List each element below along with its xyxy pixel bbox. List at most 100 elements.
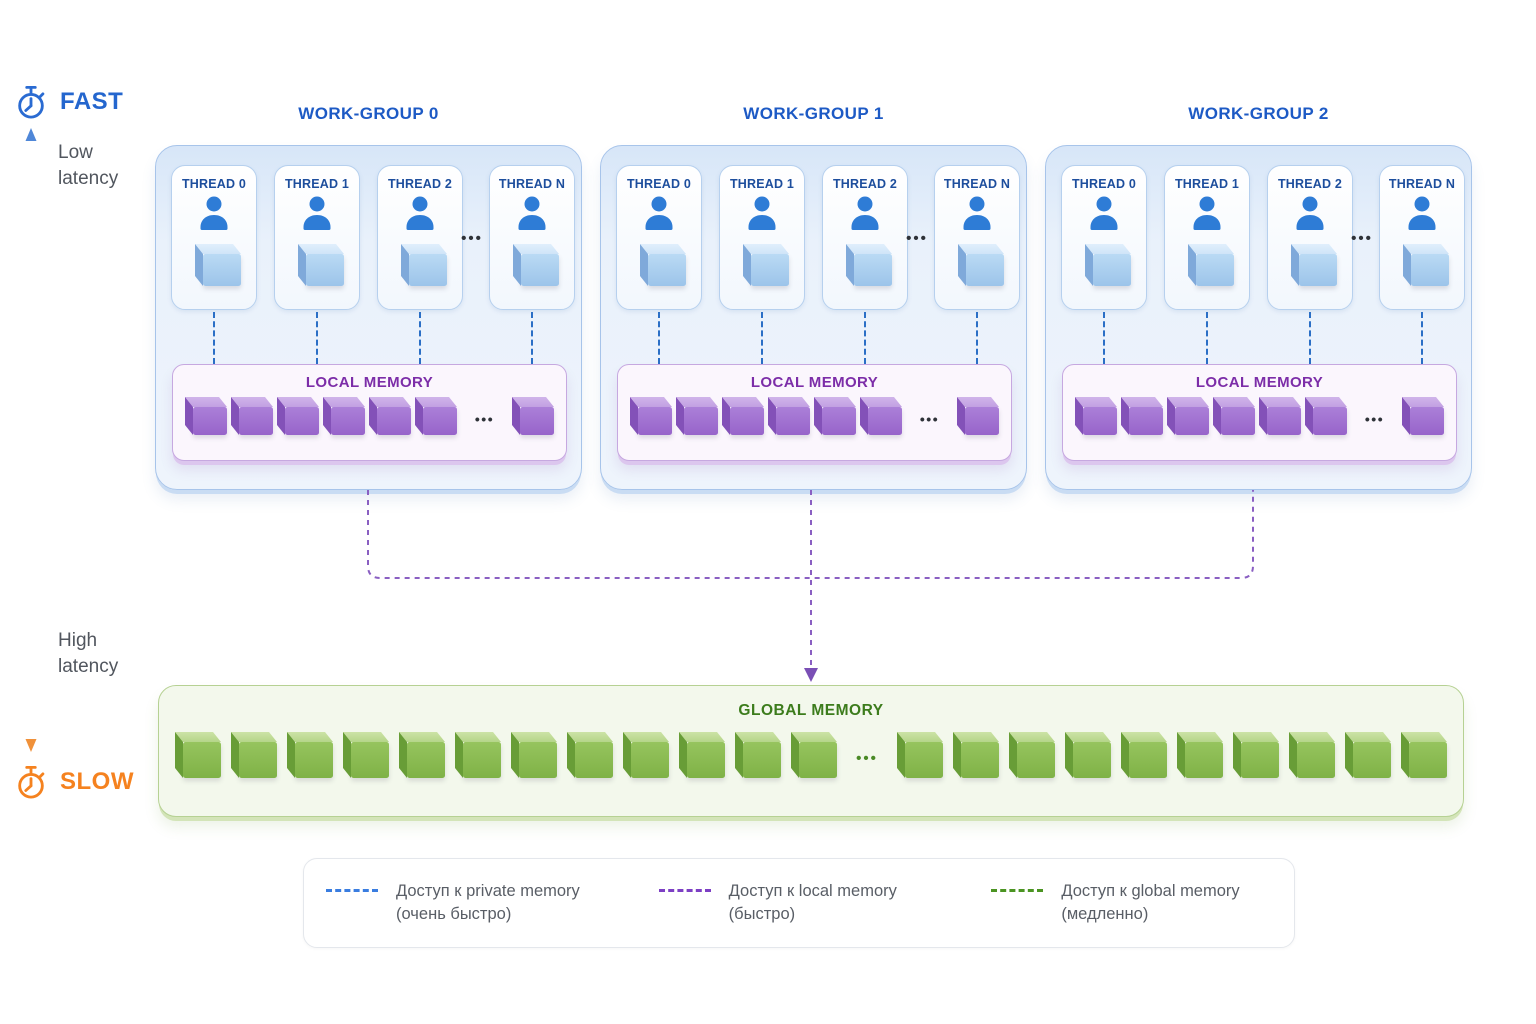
- thread-card: THREAD N: [489, 165, 575, 310]
- thread-label: THREAD 0: [626, 177, 692, 191]
- local-memory-title: LOCAL MEMORY: [1195, 374, 1324, 391]
- thread-card: THREAD 2: [822, 165, 908, 310]
- global-memory-cube: [407, 742, 445, 778]
- thread-label: THREAD 1: [284, 177, 350, 191]
- legend-item-local-memory: Доступ к local memory (быстро): [658, 880, 962, 926]
- global-memory-cube: [743, 742, 781, 778]
- local-memory-cube: [193, 407, 227, 435]
- work-group-0: WORK-GROUP 0 THREAD 0 THREAD 1 THREAD 2 …: [155, 104, 582, 490]
- global-memory-cube: [799, 742, 837, 778]
- global-memory-cube: [295, 742, 333, 778]
- local-memory-ellipsis: •••: [1364, 411, 1385, 427]
- global-memory-cube: [463, 742, 501, 778]
- local-memory-cube: [684, 407, 718, 435]
- local-memory-cube: [239, 407, 273, 435]
- global-memory-ellipsis: •••: [856, 749, 878, 767]
- thread-person-icon: [1090, 196, 1118, 230]
- thread-person-icon: [1193, 196, 1221, 230]
- private-memory-cube: [409, 254, 447, 286]
- private-memory-cube: [306, 254, 344, 286]
- global-memory-cube: [239, 742, 277, 778]
- work-group-1: WORK-GROUP 1 THREAD 0 THREAD 1 THREAD 2 …: [600, 104, 1027, 490]
- local-memory-cubes: •••: [1063, 391, 1456, 435]
- legend-sublabel: (быстро): [728, 905, 796, 923]
- work-group-title: WORK-GROUP 1: [743, 104, 884, 123]
- global-memory-cube: [1129, 742, 1167, 778]
- global-memory-cube: [1297, 742, 1335, 778]
- thread-card: THREAD 1: [719, 165, 805, 310]
- local-memory-cube: [1221, 407, 1255, 435]
- local-memory-box: LOCAL MEMORY •••: [617, 364, 1012, 461]
- local-memory-ellipsis: •••: [919, 411, 940, 427]
- thread-label: THREAD 0: [181, 177, 247, 191]
- thread-card: THREAD N: [1379, 165, 1465, 310]
- low-latency-label: Low latency: [58, 142, 119, 189]
- thread-person-icon: [406, 196, 434, 230]
- local-access-connector: [367, 490, 1254, 682]
- arrowhead: [804, 668, 818, 682]
- local-memory-ellipsis: •••: [474, 411, 495, 427]
- local-memory-cube: [776, 407, 810, 435]
- private-access-dashed-line: [213, 312, 215, 364]
- work-group-title: WORK-GROUP 0: [298, 104, 439, 123]
- local-memory-cube: [285, 407, 319, 435]
- global-memory-cube: [1185, 742, 1223, 778]
- thread-card: THREAD 2: [377, 165, 463, 310]
- global-memory-cube: [1017, 742, 1055, 778]
- local-memory-cube: [1083, 407, 1117, 435]
- private-access-dashed-line: [976, 312, 978, 364]
- legend-item-private-memory: Доступ к private memory (очень быстро): [326, 880, 629, 926]
- thread-label: THREAD 1: [729, 177, 795, 191]
- slow-label: SLOW: [60, 768, 134, 795]
- legend-label: Доступ к global memory: [1061, 882, 1240, 900]
- local-memory-box: LOCAL MEMORY •••: [1062, 364, 1457, 461]
- local-memory-cube: [1410, 407, 1444, 435]
- thread-card: THREAD N: [934, 165, 1020, 310]
- private-access-dashed-line: [1206, 312, 1208, 364]
- private-access-dashed-line: [1103, 312, 1105, 364]
- latency-gradient-arrow: [25, 128, 37, 752]
- thread-person-icon: [645, 196, 673, 230]
- thread-card: THREAD 0: [171, 165, 257, 310]
- legend-text: Доступ к local memory (быстро): [729, 880, 897, 926]
- work-group-box: THREAD 0 THREAD 1 THREAD 2 ••• THREAD N: [600, 145, 1027, 490]
- global-memory-cube: [687, 742, 725, 778]
- global-memory-box: GLOBAL MEMORY •••: [158, 685, 1464, 817]
- local-memory-cube: [377, 407, 411, 435]
- local-memory-cube: [822, 407, 856, 435]
- private-memory-cube: [1411, 254, 1449, 286]
- global-memory-cube: [351, 742, 389, 778]
- legend-item-global-memory: Доступ к global memory (медленно): [991, 880, 1294, 926]
- global-memory-cube: [575, 742, 613, 778]
- private-access-dashed-line: [864, 312, 866, 364]
- thread-person-icon: [1296, 196, 1324, 230]
- thread-label: THREAD 2: [1277, 177, 1343, 191]
- local-memory-cube: [638, 407, 672, 435]
- local-memory-title: LOCAL MEMORY: [750, 374, 879, 391]
- global-memory-cube: [1353, 742, 1391, 778]
- private-memory-cube: [1196, 254, 1234, 286]
- thread-person-icon: [518, 196, 546, 230]
- local-memory-title: LOCAL MEMORY: [305, 374, 434, 391]
- global-memory-cube: [961, 742, 999, 778]
- global-memory-cube: [1073, 742, 1111, 778]
- global-memory-cube: [519, 742, 557, 778]
- green-dashed-line-sample: [991, 889, 1044, 892]
- thread-card: THREAD 1: [274, 165, 360, 310]
- thread-label: THREAD 0: [1071, 177, 1137, 191]
- fast-indicator: FAST: [14, 84, 123, 120]
- local-memory-cube: [730, 407, 764, 435]
- local-memory-cube: [868, 407, 902, 435]
- thread-person-icon: [748, 196, 776, 230]
- thread-ellipsis: •••: [461, 230, 483, 247]
- local-memory-cube: [1267, 407, 1301, 435]
- local-memory-cube: [1129, 407, 1163, 435]
- thread-card: THREAD 0: [1061, 165, 1147, 310]
- private-memory-cube: [966, 254, 1004, 286]
- thread-person-icon: [851, 196, 879, 230]
- blue-dashed-line-sample: [326, 889, 378, 892]
- legend-sublabel: (очень быстро): [396, 905, 512, 923]
- global-memory-cube: [183, 742, 221, 778]
- global-memory-cube: [631, 742, 669, 778]
- high-latency-label: High latency: [58, 630, 119, 677]
